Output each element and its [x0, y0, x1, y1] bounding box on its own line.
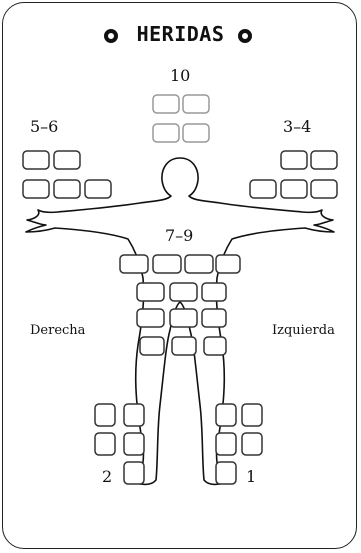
torso-wound-box-8[interactable] [136, 308, 165, 328]
left-leg-wound-box-2[interactable] [241, 403, 263, 427]
head-wound-box-3[interactable] [152, 123, 180, 143]
torso-wound-box-10[interactable] [201, 308, 227, 328]
right-leg-wound-box-4[interactable] [123, 432, 145, 456]
torso-wound-box-2[interactable] [152, 254, 182, 274]
torso-wound-box-11[interactable] [139, 336, 165, 356]
head-wound-box-1[interactable] [152, 94, 180, 114]
left-arm-wound-box-4[interactable] [280, 179, 308, 199]
torso-wound-box-3[interactable] [184, 254, 214, 274]
torso-wound-box-9[interactable] [169, 308, 198, 328]
head-wound-box-4[interactable] [182, 123, 210, 143]
torso-wound-box-1[interactable] [119, 254, 149, 274]
left-arm-wound-box-5[interactable] [310, 179, 338, 199]
wound-card [2, 2, 357, 549]
left-leg-wound-box-4[interactable] [241, 432, 263, 456]
right-leg-wound-box-3[interactable] [94, 432, 116, 456]
left-arm-wound-box-1[interactable] [280, 150, 308, 170]
right-leg-wound-box-5[interactable] [123, 461, 145, 485]
left-arm-label: 3–4 [283, 117, 312, 136]
right-arm-label: 5–6 [30, 117, 59, 136]
right-leg-label: 2 [102, 467, 113, 486]
right-arm-wound-box-4[interactable] [53, 179, 81, 199]
left-arm-wound-box-2[interactable] [310, 150, 338, 170]
left-leg-wound-box-1[interactable] [215, 403, 237, 427]
head-wound-box-2[interactable] [182, 94, 210, 114]
right-arm-wound-box-3[interactable] [22, 179, 50, 199]
torso-wound-box-4[interactable] [215, 254, 241, 274]
right-arm-wound-box-2[interactable] [53, 150, 81, 170]
right-arm-wound-box-1[interactable] [22, 150, 50, 170]
wound-boxes [22, 94, 338, 485]
right-side-label: Derecha [30, 323, 86, 338]
head-label: 10 [170, 66, 191, 85]
right-leg-wound-box-1[interactable] [94, 403, 116, 427]
torso-wound-box-5[interactable] [136, 282, 165, 302]
card-title: HERIDAS [136, 22, 225, 46]
torso-wound-box-13[interactable] [203, 336, 227, 356]
left-leg-wound-box-3[interactable] [215, 432, 237, 456]
right-leg-wound-box-2[interactable] [123, 403, 145, 427]
left-leg-label: 1 [246, 467, 257, 486]
right-arm-wound-box-5[interactable] [84, 179, 112, 199]
ring-hole-icon-right [238, 29, 252, 43]
torso-label: 7–9 [165, 226, 194, 245]
left-side-label: Izquierda [272, 323, 335, 338]
torso-wound-box-6[interactable] [169, 282, 198, 302]
left-arm-wound-box-3[interactable] [249, 179, 277, 199]
torso-wound-box-12[interactable] [171, 336, 197, 356]
torso-wound-box-7[interactable] [201, 282, 227, 302]
body-outline [25, 157, 335, 486]
left-leg-wound-box-5[interactable] [215, 461, 237, 485]
ring-hole-icon-left [104, 29, 118, 43]
